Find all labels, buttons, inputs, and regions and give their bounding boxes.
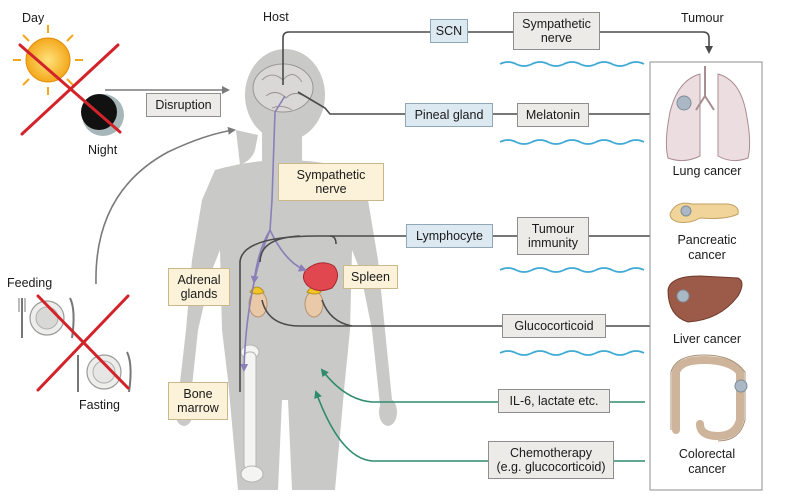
sympathetic-nerve-top-box: Sympathetic nerve <box>513 12 600 50</box>
liver-cancer-label: Liver cancer <box>672 332 742 346</box>
sun-icon <box>13 25 83 95</box>
pancreas-icon <box>669 202 739 223</box>
pineal-gland-box: Pineal gland <box>405 103 493 127</box>
adrenal-glands-box: Adrenal glands <box>168 268 230 306</box>
day-label: Day <box>22 11 45 25</box>
scn-box: SCN <box>430 19 468 43</box>
colon-tumour-icon <box>734 379 748 393</box>
feeding-label: Feeding <box>7 276 53 290</box>
lung-cancer-label: Lung cancer <box>672 164 742 178</box>
tumour-immunity-box: Tumour immunity <box>517 217 589 255</box>
night-label: Night <box>88 143 118 157</box>
lungs-icon <box>665 66 751 162</box>
fasting-plate-icon <box>77 351 132 393</box>
host-label: Host <box>263 10 289 24</box>
nerve-pathways <box>240 95 307 372</box>
spleen-box: Spleen <box>343 265 398 289</box>
glucocorticoid-box: Glucocorticoid <box>502 314 606 338</box>
blood-wave-lines <box>499 61 645 356</box>
day-night-cross-icon <box>18 43 122 136</box>
disruption-box: Disruption <box>146 93 221 117</box>
colon-icon <box>672 355 744 441</box>
kidney-adrenal-icon <box>248 286 324 318</box>
bone-marrow-box: Bone marrow <box>168 382 228 420</box>
colon-outline-icon <box>670 354 746 442</box>
environment-arrows <box>95 86 236 285</box>
lymphocyte-box: Lymphocyte <box>406 224 493 248</box>
tumour-label: Tumour <box>681 11 724 25</box>
feeding-fasting-cross-icon <box>36 294 130 392</box>
melatonin-box: Melatonin <box>517 103 589 127</box>
fasting-label: Fasting <box>79 398 120 412</box>
feedback-arrows <box>314 368 645 462</box>
sympathetic-nerve-body-box: Sympathetic nerve <box>278 163 384 201</box>
il6-lactate-box: IL-6, lactate etc. <box>498 389 610 413</box>
colorectal-cancer-label: Colorectal cancer <box>678 447 736 476</box>
pancreatic-cancer-label: Pancreatic cancer <box>677 233 737 262</box>
liver-icon <box>667 275 743 323</box>
spleen-icon <box>302 262 338 292</box>
chemotherapy-box: Chemotherapy (e.g. glucocorticoid) <box>488 441 614 479</box>
